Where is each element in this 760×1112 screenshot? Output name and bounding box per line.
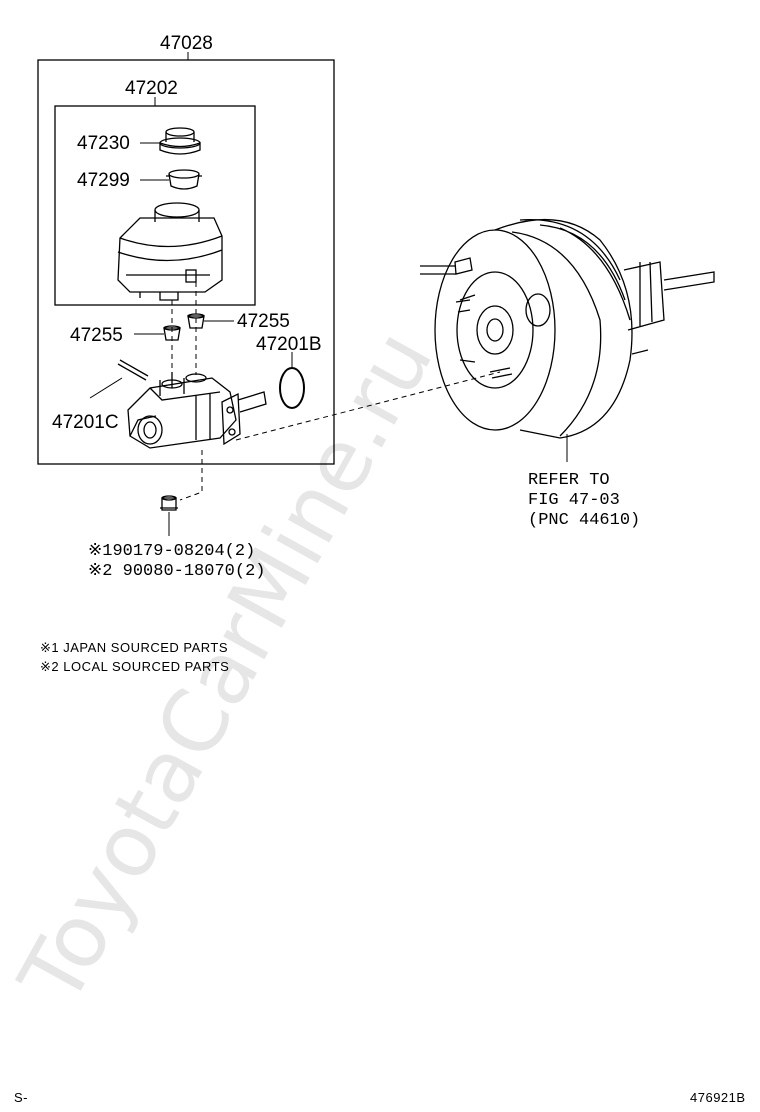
o-ring [279,367,305,409]
nut-part-1[interactable]: ※190179-08204(2) [88,542,255,561]
footer-left: S- [14,1090,28,1105]
footer-code: 476921B [690,1090,746,1105]
label-47255-right[interactable]: 47255 [237,311,290,332]
reservoir-strainer [166,169,202,190]
label-47202[interactable]: 47202 [125,78,178,99]
label-47201b[interactable]: 47201B [256,334,322,355]
label-47230[interactable]: 47230 [77,133,130,154]
label-47028[interactable]: 47028 [160,33,213,54]
brake-booster [420,219,715,439]
reservoir-tank [117,202,223,301]
grommet-right [187,313,205,329]
refer-line-3[interactable]: (PNC 44610) [528,511,640,530]
label-47299[interactable]: 47299 [77,170,130,191]
note-japan: ※1 JAPAN SOURCED PARTS [40,640,228,655]
pin [117,359,149,381]
assembly-frame [37,59,335,465]
refer-line-1[interactable]: REFER TO [528,471,610,490]
label-47201c[interactable]: 47201C [52,412,119,433]
flange-nut [160,495,178,511]
note-local: ※2 LOCAL SOURCED PARTS [40,659,229,674]
refer-line-2[interactable]: FIG 47-03 [528,491,620,510]
reservoir-cap [159,127,201,155]
master-cylinder [127,372,267,449]
nut-part-2[interactable]: ※2 90080-18070(2) [88,562,265,581]
label-47255-left[interactable]: 47255 [70,325,123,346]
grommet-left [163,325,181,341]
